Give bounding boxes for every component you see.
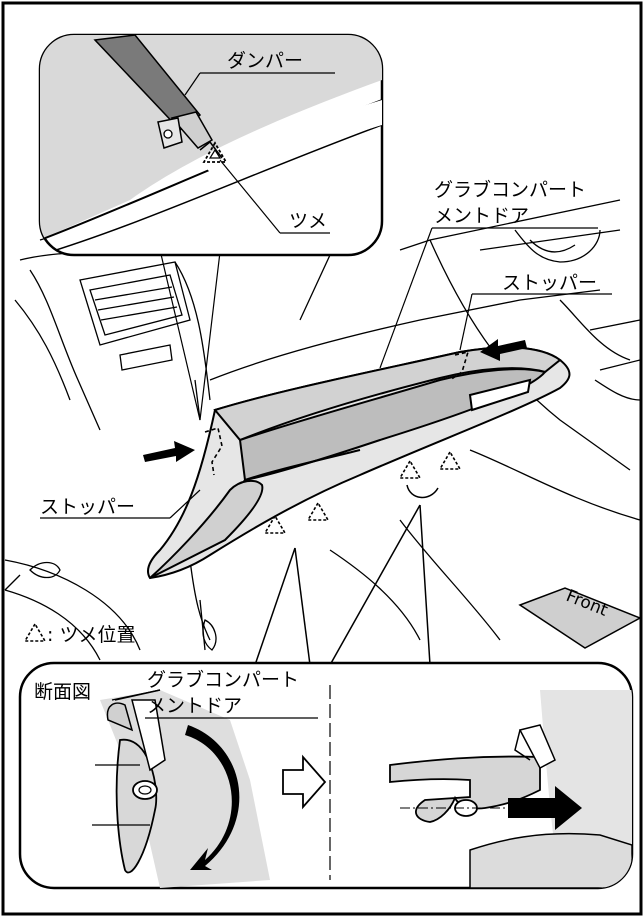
section-door-label-line2: メントドア bbox=[147, 695, 242, 717]
leader-lines bbox=[40, 227, 612, 519]
push-arrows bbox=[143, 339, 527, 462]
stopper-outlines bbox=[204, 350, 470, 476]
glovebox-door-label-line2: メントドア bbox=[434, 205, 529, 227]
claw-position-legend: : ツメ位置 bbox=[47, 624, 135, 646]
glovebox-door bbox=[147, 346, 571, 580]
glovebox-door-label-line1: グラブコンパート bbox=[434, 178, 586, 201]
section-door-label-line1: グラブコンパート bbox=[147, 668, 299, 691]
damper-label: ダンパー bbox=[227, 50, 303, 72]
right-push-arrow-icon bbox=[480, 339, 527, 361]
claw-triangle-detail bbox=[202, 141, 228, 163]
rotate-arrow-icon bbox=[185, 725, 240, 870]
section-callout-lines bbox=[254, 484, 439, 666]
claw-label: ツメ bbox=[289, 210, 327, 232]
section-view-panel bbox=[18, 661, 634, 890]
left-push-arrow-icon bbox=[143, 441, 195, 462]
stopper-right-label: ストッパー bbox=[502, 272, 597, 294]
next-step-arrow-icon bbox=[282, 754, 327, 810]
front-arrow bbox=[518, 587, 642, 649]
pull-arrow-icon bbox=[508, 786, 582, 830]
damper-detail-bubble bbox=[38, 33, 384, 257]
stopper-left-label: ストッパー bbox=[40, 496, 135, 518]
section-view-label: 断面図 bbox=[34, 681, 91, 703]
